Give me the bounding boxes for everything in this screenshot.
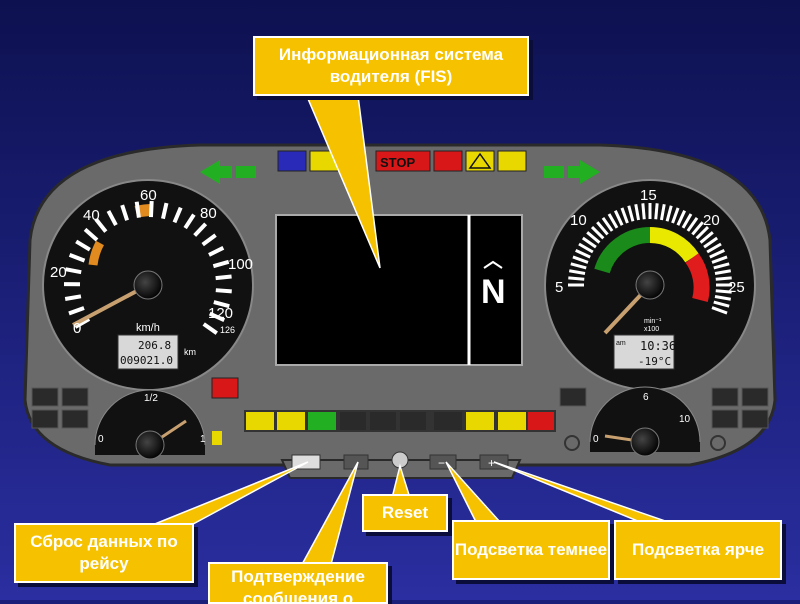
tach-tick-5: 5 <box>555 279 563 296</box>
odo-unit: km <box>184 347 196 357</box>
odo-trip: 206.8 <box>138 339 171 352</box>
tachometer: 5 10 15 20 25 min⁻¹ x100 am 10:36 -19°C <box>545 180 755 390</box>
gauge-tick-mark <box>137 202 139 218</box>
tach-unit: min⁻¹ <box>644 318 662 325</box>
high-beam-lamp <box>278 151 306 171</box>
fuel-tick-1: 1 <box>200 434 206 445</box>
red-warning-lamp <box>212 378 238 398</box>
gauge-tick-mark <box>643 203 644 219</box>
odo-total: 009021.0 <box>120 354 173 367</box>
speedometer: 0 20 40 60 80 100 120 126 km/h 206.8 009… <box>43 180 253 390</box>
tach-multiplier: x100 <box>644 326 659 333</box>
tach-tick-15: 15 <box>640 187 657 204</box>
speed-tick-100: 100 <box>228 256 253 273</box>
gauge-tick-mark <box>568 278 584 279</box>
tach-needle-hub <box>636 271 664 299</box>
speed-tick-80: 80 <box>200 205 217 222</box>
tach-tick-20: 20 <box>703 212 720 229</box>
gauge-tick-mark <box>65 296 81 299</box>
brighter-callout: Подсветка ярче <box>614 520 782 580</box>
gauge-tick-mark <box>216 290 232 291</box>
small-gauge-tick-10: 10 <box>679 414 691 425</box>
minus-label: − <box>438 456 445 470</box>
coolant-lamp <box>308 412 336 430</box>
tach-tick-10: 10 <box>570 212 587 229</box>
gauge-tick-mark <box>656 203 657 219</box>
clock-label: am <box>616 340 626 347</box>
outside-temp: -19°C <box>638 355 671 368</box>
gear-indicator: N <box>481 273 506 311</box>
brake-lamp <box>434 151 462 171</box>
fuel-tick-half: 1/2 <box>144 393 158 404</box>
speed-tick-0: 0 <box>73 320 81 337</box>
fis-callout: Информационная система водителя (FIS) <box>253 36 529 96</box>
oil-level-lamp <box>466 412 494 430</box>
fuel-pump-icon <box>212 431 222 445</box>
speed-needle-hub <box>134 271 162 299</box>
speed-tick-20: 20 <box>50 264 67 281</box>
speed-tick-120: 120 <box>208 305 233 322</box>
reset-callout: Reset <box>362 494 448 532</box>
washer-lamp <box>498 412 526 430</box>
brake-wear-lamp <box>498 151 526 171</box>
trip-reset-callout: Сброс данных по рейсу <box>14 523 194 583</box>
glow-plug-lamp <box>246 412 274 430</box>
small-gauge-tick-0: 0 <box>593 434 599 445</box>
trailer-lamp <box>528 412 554 430</box>
confirm-callout: Подтверждение сообщения о <box>208 562 388 604</box>
fuel-tick-0: 0 <box>98 434 104 445</box>
speed-inner-tick: 126 <box>220 325 235 335</box>
lane-lamp <box>277 412 305 430</box>
dimmer-callout: Подсветка темнее <box>452 520 610 580</box>
plus-label: + <box>488 456 495 470</box>
clock-time: 10:36 <box>640 339 676 353</box>
speed-unit: km/h <box>136 322 160 334</box>
stop-label: STOP <box>380 155 415 170</box>
speed-tick-60: 60 <box>140 187 157 204</box>
tach-tick-25: 25 <box>728 279 745 296</box>
speed-tick-40: 40 <box>83 207 100 224</box>
gauge-tick-mark <box>216 276 232 278</box>
small-gauge-tick-6: 6 <box>643 392 649 403</box>
